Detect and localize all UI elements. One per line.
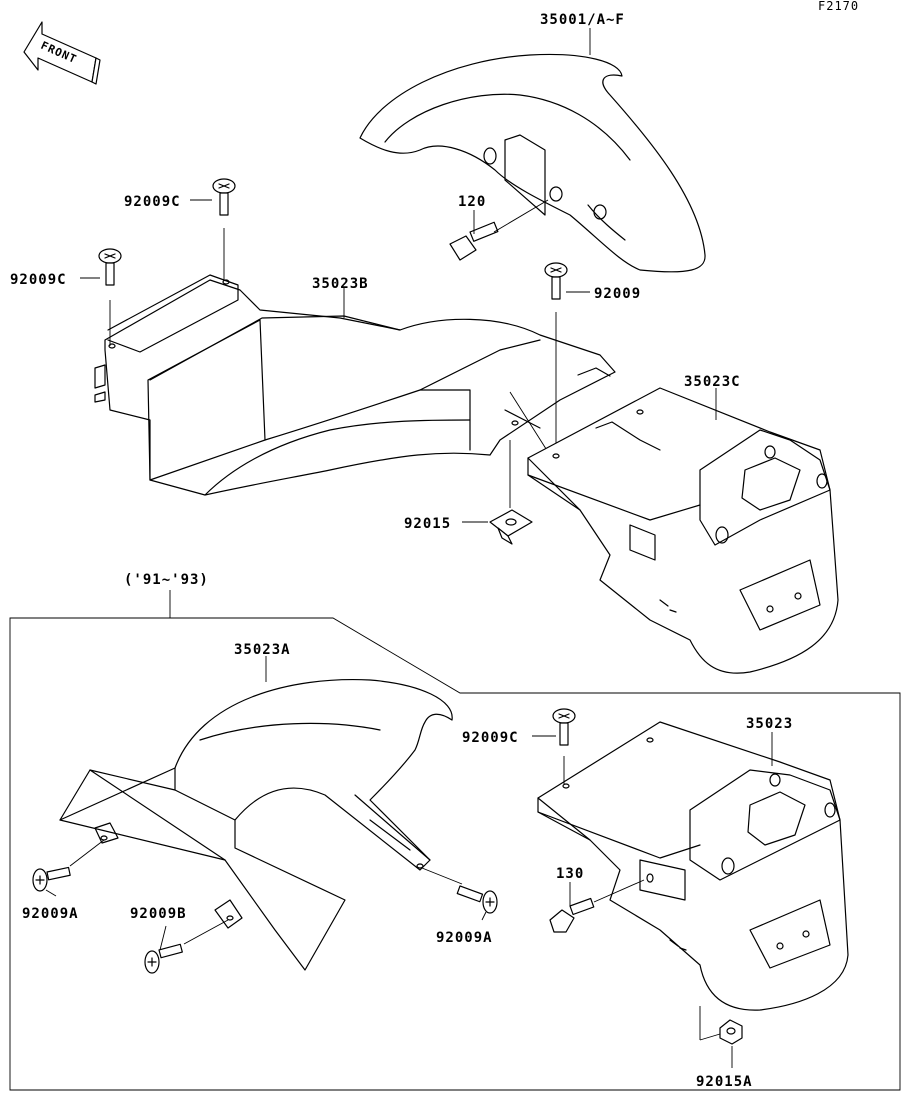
label-92015a: 92015A: [696, 1074, 753, 1090]
screw-92009-icon: [544, 262, 568, 460]
label-130: 130: [556, 866, 584, 882]
screw-92009c-left-icon: [98, 248, 122, 346]
screw-92009c-upper-icon: [212, 178, 236, 280]
leader-lines: [45, 28, 773, 1068]
label-variant-years: ('91~'93): [124, 572, 209, 588]
label-92009a-left: 92009A: [22, 906, 79, 922]
rear-fender-35023c: [527, 387, 839, 674]
inner-fender-35023b: [94, 274, 616, 496]
front-arrow-icon: FRONT: [23, 21, 101, 85]
diagram-code: F2170: [818, 0, 859, 13]
label-35023c: 35023C: [684, 374, 741, 390]
label-35023: 35023: [746, 716, 793, 732]
clip-nut-92015-icon: [489, 391, 549, 545]
label-92009a-right: 92009A: [436, 930, 493, 946]
label-35023b: 35023B: [312, 276, 369, 292]
rear-hugger-35023a: [59, 678, 453, 971]
screw-92009c-lower-icon: [552, 708, 576, 784]
screw-92009a-right-icon: [421, 867, 498, 914]
label-35001: 35001/A~F: [540, 12, 625, 28]
label-120: 120: [458, 194, 486, 210]
screw-92009a-left-icon: [32, 839, 105, 892]
label-92009c-left: 92009C: [10, 272, 67, 288]
label-92015: 92015: [404, 516, 451, 532]
label-92009b: 92009B: [130, 906, 187, 922]
bolt-130-icon: [549, 879, 645, 933]
label-92009: 92009: [594, 286, 641, 302]
label-92009c-lower: 92009C: [462, 730, 519, 746]
variant-region-border: [9, 617, 901, 1091]
rear-fender-35023: [537, 721, 849, 1011]
screw-92009b-icon: [144, 919, 229, 974]
nut-92015a-icon: [699, 1006, 743, 1045]
label-35023a: 35023A: [234, 642, 291, 658]
front-fender: [359, 53, 706, 273]
label-92009c-upper: 92009C: [124, 194, 181, 210]
bolt-120-icon: [449, 199, 549, 261]
